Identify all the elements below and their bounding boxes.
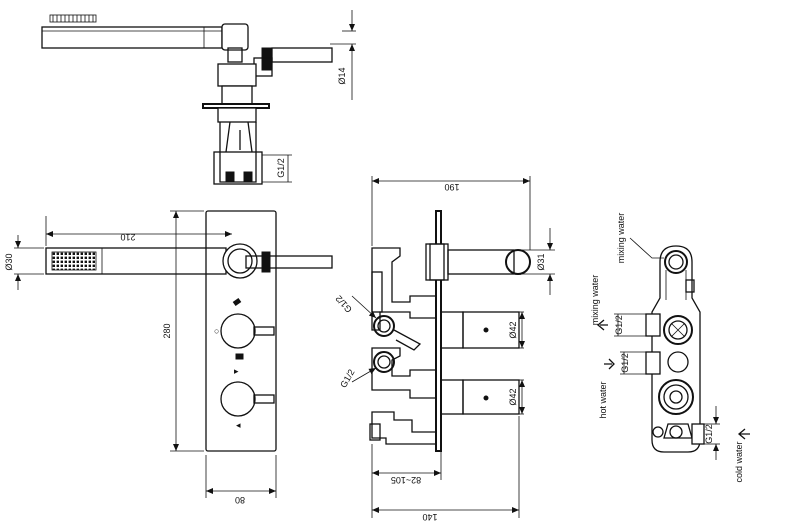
side-inlet-lower [373, 351, 395, 373]
mixing-water-outlet-top [664, 250, 688, 274]
side-dim-body-depth: 140 [422, 512, 437, 522]
side-inlet-upper [373, 315, 395, 337]
mixing-cartridge [663, 315, 693, 345]
top-view: Ø14 G1/2 [41, 10, 356, 185]
front-view: ○ ▸ ◂ 210 Ø30 280 80 [4, 210, 333, 505]
hot-water-arrow [604, 358, 615, 370]
side-view: 190 Ø31 G1/2 G1/2 Ø42 Ø42 82~105 140 [334, 176, 555, 522]
label-mixing-water-side: mixing water [590, 275, 600, 326]
valve-body-outline [651, 245, 701, 453]
side-upper-handle [440, 311, 464, 349]
body-dim-thread-upper: G1/2 [614, 315, 624, 335]
svg-text:◂: ◂ [236, 420, 241, 430]
body-dim-thread-middle: G1/2 [620, 353, 630, 373]
front-dim-diameter: Ø30 [4, 253, 14, 270]
side-dim-total-depth: 190 [444, 182, 459, 192]
top-dim-diameter: Ø14 [337, 67, 347, 84]
front-dim-height: 280 [162, 323, 172, 338]
front-spray-grille [51, 251, 97, 271]
mixing-water-arrow [596, 319, 608, 331]
side-lower-handle [440, 379, 464, 415]
side-dim-inlet-upper: G1/2 [334, 293, 354, 314]
label-mixing-water-top: mixing water [616, 213, 626, 264]
front-lower-handle [220, 381, 256, 417]
svg-text:▸: ▸ [234, 366, 239, 376]
top-handshower-body [41, 26, 223, 49]
top-spray-head [49, 14, 97, 23]
side-dim-holder: Ø31 [536, 253, 546, 270]
side-dim-handle-lower: Ø42 [508, 388, 518, 405]
cold-water-arrow [737, 428, 750, 440]
label-cold-water: cold water [734, 441, 744, 482]
front-upper-handle [220, 313, 256, 349]
hot-water-cartridge [658, 379, 694, 415]
side-dim-handle-upper: Ø42 [508, 321, 518, 338]
top-dim-thread: G1/2 [276, 158, 286, 178]
front-dim-width: 80 [235, 495, 245, 505]
side-dim-inlet-lower: G1/2 [338, 368, 356, 390]
side-mounting-body [371, 247, 437, 331]
body-dim-thread-lower: G1/2 [704, 424, 714, 444]
side-holder-circle [505, 249, 531, 275]
front-dim-length: 210 [120, 232, 135, 242]
front-wall-plate [205, 210, 277, 452]
top-valve-stem [217, 63, 257, 87]
side-dim-mount-range: 82~105 [391, 475, 421, 485]
body-view: mixing water mixing water G1/2 G1/2 hot … [590, 213, 750, 483]
label-hot-water: hot water [598, 381, 608, 418]
svg-text:○: ○ [214, 326, 219, 336]
